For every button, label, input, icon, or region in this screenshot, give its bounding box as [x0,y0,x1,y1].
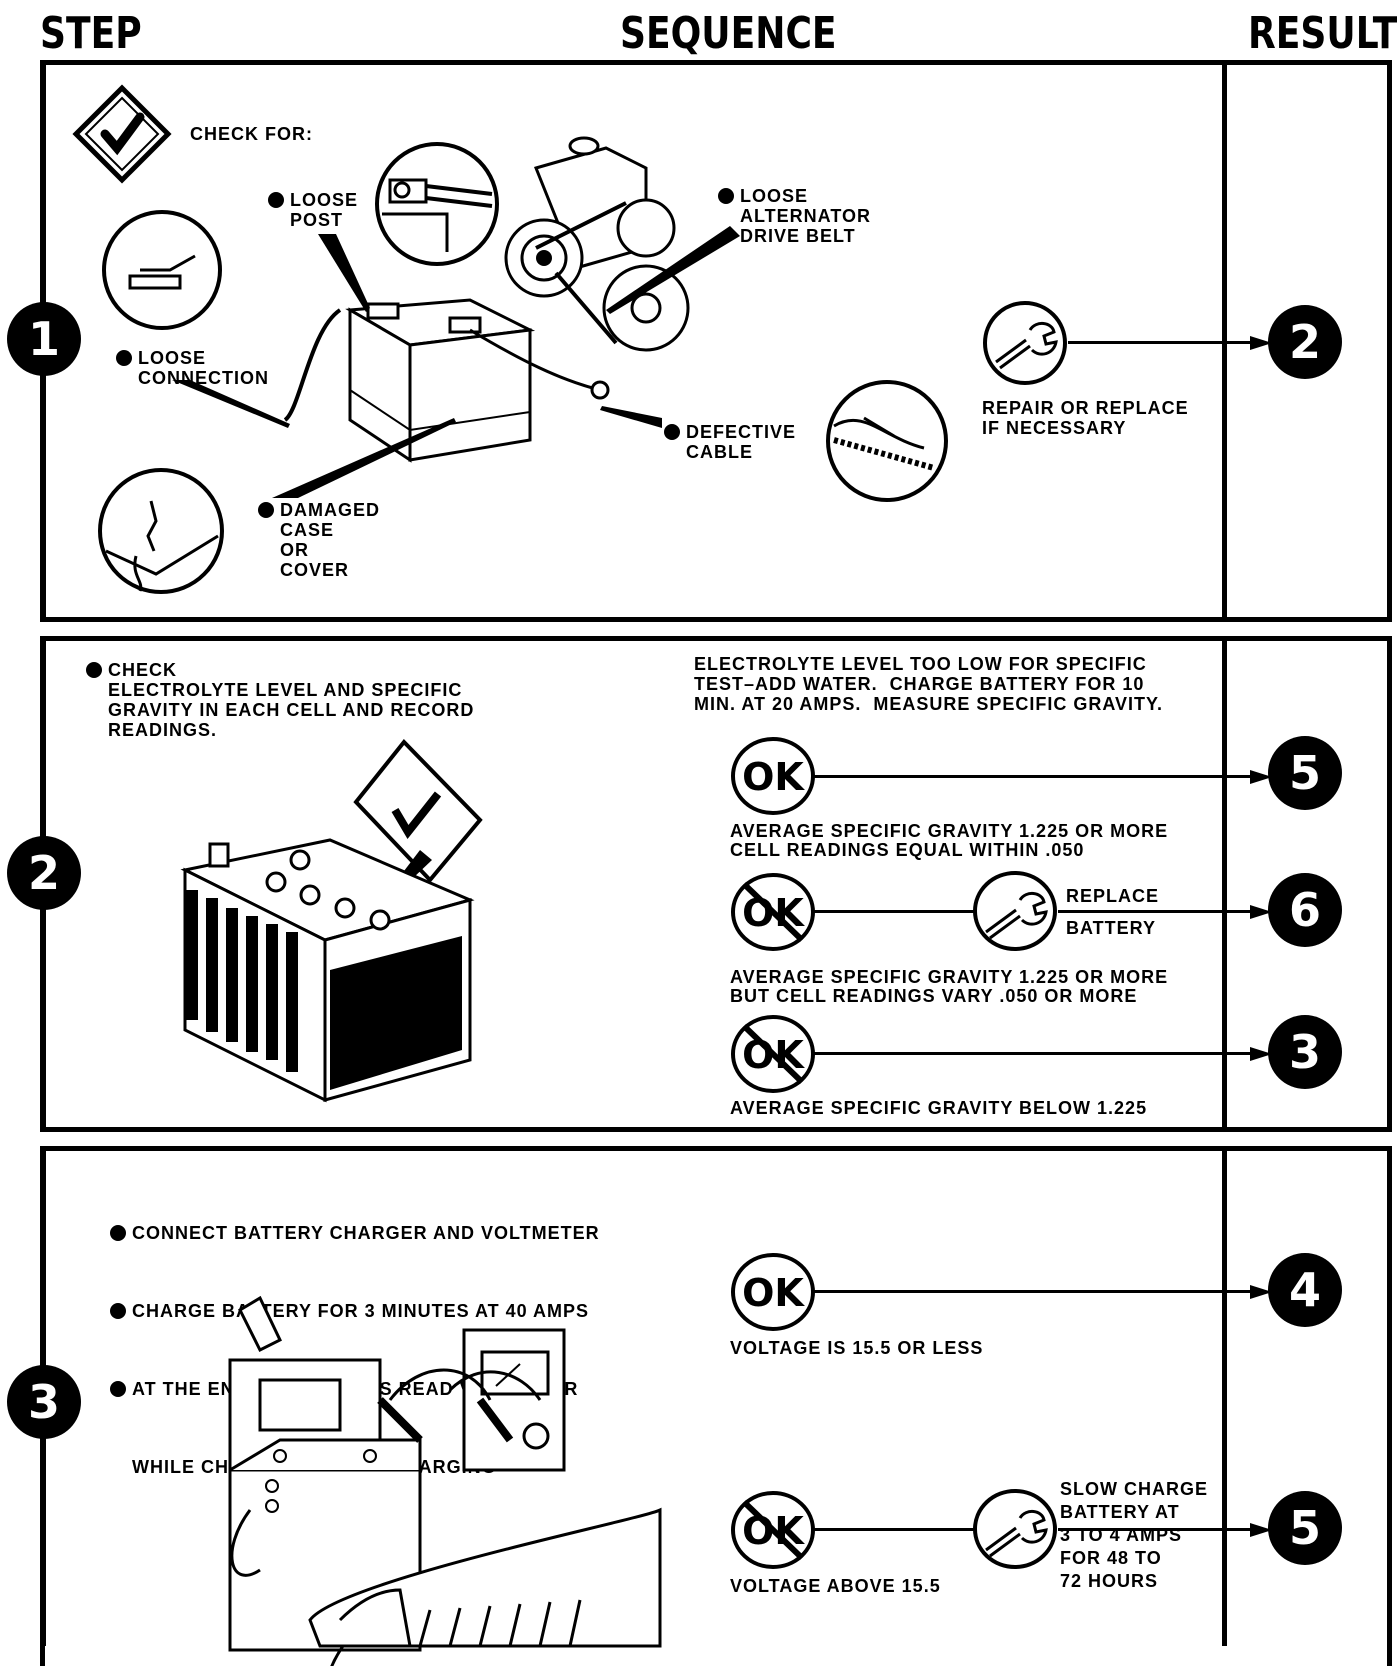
ok-icon: OK [731,1253,815,1331]
sequence-header: SEQUENCE [620,8,837,59]
not-ok-icon: OK [731,1015,815,1093]
step-number-3: 3 [7,1365,81,1439]
step-2-outcome-1-text: AVERAGE SPECIFIC GRAVITY 1.225 OR MORE C… [730,821,1169,860]
not-ok-icon: OK [731,873,815,951]
defective-cable-label: DEFECTIVE CABLE [664,422,796,462]
damaged-case-pointer [272,418,456,498]
wrench-icon [983,301,1067,385]
svg-text:OK: OK [742,755,805,799]
step-3-outcome-2-text: VOLTAGE ABOVE 15.5 [730,1576,941,1596]
step-2-outcome-2-text: AVERAGE SPECIFIC GRAVITY 1.225 OR MORE B… [730,967,1169,1006]
step-2-result-5: 5 [1268,736,1342,810]
loose-connection-label: LOOSE CONNECTION [116,348,269,388]
loose-post-label: LOOSE POST [268,190,358,230]
step-3-result-5: 5 [1268,1491,1342,1565]
charger-voltmeter-illustration [228,1295,662,1666]
damaged-case-label: DAMAGED CASE OR COVER [258,500,380,580]
cable-pointer [600,406,662,428]
step-1-result: 2 [1268,305,1342,379]
step-2-result-6: 6 [1268,873,1342,947]
svg-text:OK: OK [742,1271,805,1315]
slow-charge-text: SLOW CHARGE BATTERY AT 3 TO 4 AMPS FOR 4… [1060,1479,1208,1591]
wrench-icon [973,871,1057,951]
engine-alternator-illustration [504,136,690,352]
step-3-result-4: 4 [1268,1253,1342,1327]
step-2-result-3: 3 [1268,1015,1342,1089]
step-3-outcome-1-text: VOLTAGE IS 15.5 OR LESS [730,1338,984,1358]
replace-label: REPLACE [1066,886,1160,906]
loose-post-detail-circle [102,210,222,330]
step-2-note: ELECTROLYTE LEVEL TOO LOW FOR SPECIFIC T… [694,654,1164,714]
loose-post-pointer [318,234,370,312]
damaged-case-detail-circle [98,468,224,594]
not-ok-icon: OK [731,1491,815,1569]
step-2-outcome-3-text: AVERAGE SPECIFIC GRAVITY BELOW 1.225 [730,1098,1148,1118]
post-clamp-detail-circle [375,142,499,266]
step-number-2: 2 [7,836,81,910]
loose-belt-label: LOOSE ALTERNATOR DRIVE BELT [718,186,871,246]
defective-cable-detail-circle [826,380,948,502]
belt-pointer [606,226,740,314]
loose-connection-pointer [172,380,290,428]
step-2-check-text: CHECK ELECTROLYTE LEVEL AND SPECIFIC GRA… [86,660,474,740]
ok-icon: OK [731,737,815,815]
battery-cutaway-illustration [180,738,483,1103]
battery-label: BATTERY [1066,918,1156,938]
step-header: STEP [40,8,142,59]
check-for-label: CHECK FOR: [190,124,313,144]
step-number-1: 1 [7,302,81,376]
check-diamond-icon [72,84,172,184]
result-header: RESULT [1248,8,1397,59]
wrench-icon [973,1489,1057,1569]
repair-replace-text: REPAIR OR REPLACE IF NECESSARY [982,398,1189,438]
